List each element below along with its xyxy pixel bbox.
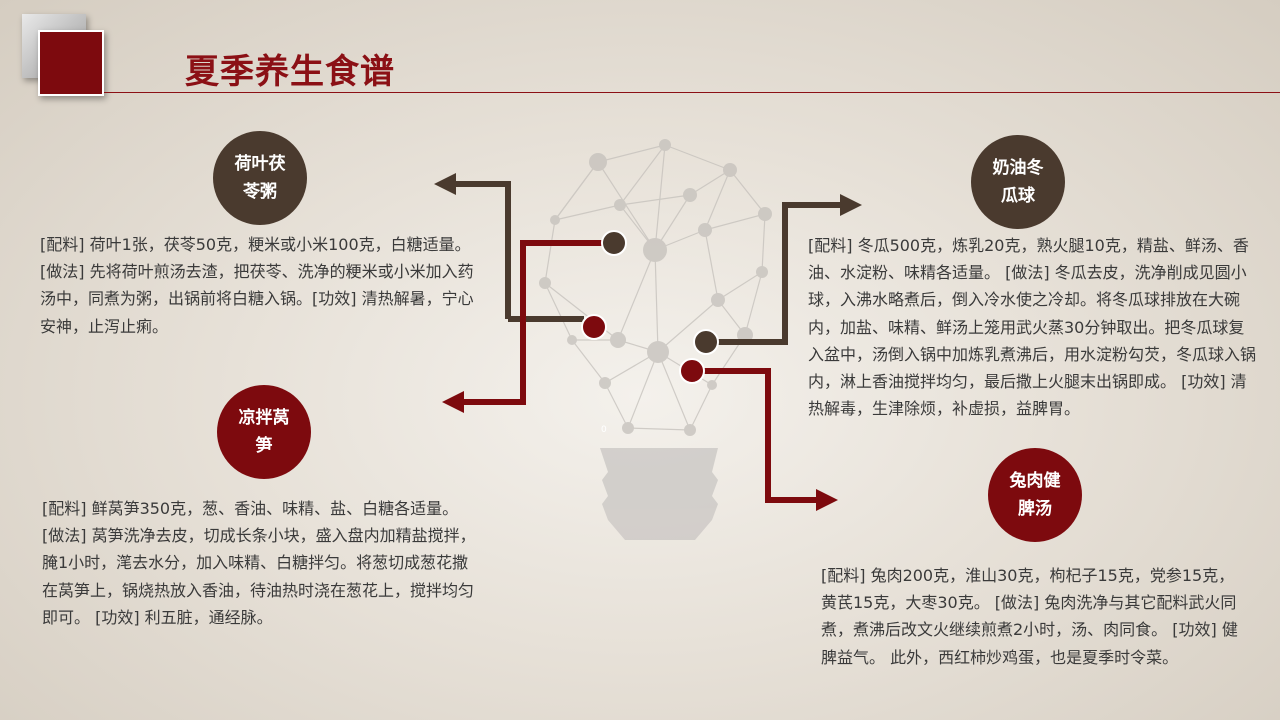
lightbulb-network-icon (539, 139, 772, 540)
node-dot-brown-right (693, 329, 719, 355)
recipe-badge-liangban-wosun: 凉拌莴笋 (217, 385, 311, 479)
recipe-badge-naiyou-donggua-qiu: 奶油冬瓜球 (971, 135, 1065, 229)
recipe-name: 荷叶茯苓粥 (234, 154, 286, 202)
corner-decoration-red (38, 30, 104, 96)
recipe-badge-turou-jianpi-tang: 兔肉健脾汤 (988, 448, 1082, 542)
recipe-badge-heye-fuling-zhou: 荷叶茯苓粥 (213, 131, 307, 225)
connector-woju (463, 240, 614, 405)
bulb-label: 0 (601, 425, 607, 435)
node-dot-red-right (679, 358, 705, 384)
title-divider (104, 92, 1280, 93)
recipe-text-naiyou-donggua-qiu: [配料] 冬瓜500克，炼乳20克，熟火腿10克，精盐、鲜汤、香油、水淀粉、味精… (808, 236, 1257, 419)
arrow-right-donggua (840, 194, 862, 216)
node-dot-red-left (581, 314, 607, 340)
arrow-left-heye (434, 173, 456, 195)
connector-heye (455, 181, 511, 319)
connector-turou (692, 368, 818, 503)
recipe-name: 凉拌莴笋 (238, 408, 290, 456)
recipe-text-liangban-wosun: [配料] 鲜莴笋350克，葱、香油、味精、盐、白糖各适量。 [做法] 莴笋洗净去… (42, 499, 476, 627)
recipe-text-heye-fuling-zhou: [配料] 荷叶1张，茯苓50克，粳米或小米100克，白糖适量。 [做法] 先将荷… (40, 235, 474, 336)
arrow-right-turou (816, 489, 838, 511)
node-dot-brown-top (601, 230, 627, 256)
recipe-text-turou-jianpi-tang: [配料] 兔肉200克，淮山30克，枸杞子15克，党参15克，黄芪15克，大枣3… (821, 566, 1238, 667)
recipe-name: 兔肉健脾汤 (1009, 471, 1061, 519)
recipe-name: 奶油冬瓜球 (992, 158, 1044, 206)
arrow-left-woju (442, 391, 464, 413)
connector-donggua (706, 202, 842, 345)
page-title: 夏季养生食谱 (185, 52, 395, 92)
